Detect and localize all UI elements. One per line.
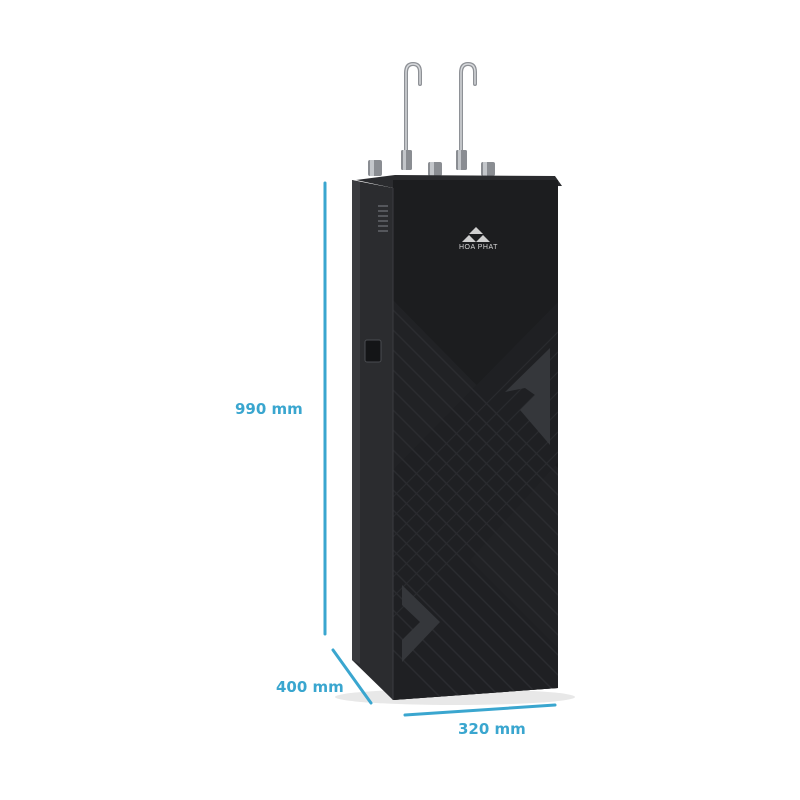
cabinet-side <box>352 180 393 700</box>
brand-label: HOA PHAT <box>459 244 498 251</box>
side-handle <box>364 339 382 363</box>
faucet-right-icon <box>456 61 477 170</box>
width-label: 320 mm <box>458 720 526 738</box>
chevron-right-icon <box>505 348 550 445</box>
depth-dimension-line <box>331 648 373 705</box>
width-dimension-line <box>403 703 557 717</box>
chevron-left-icon <box>402 585 440 662</box>
height-label: 990 mm <box>235 400 303 418</box>
side-vent <box>378 205 388 232</box>
depth-label: 400 mm <box>276 678 344 696</box>
dimension-lines <box>323 181 557 717</box>
hoa-phat-logo-icon <box>462 227 490 242</box>
front-pattern <box>393 300 558 700</box>
top-valves <box>368 160 495 176</box>
faucet-left-icon <box>401 61 422 170</box>
